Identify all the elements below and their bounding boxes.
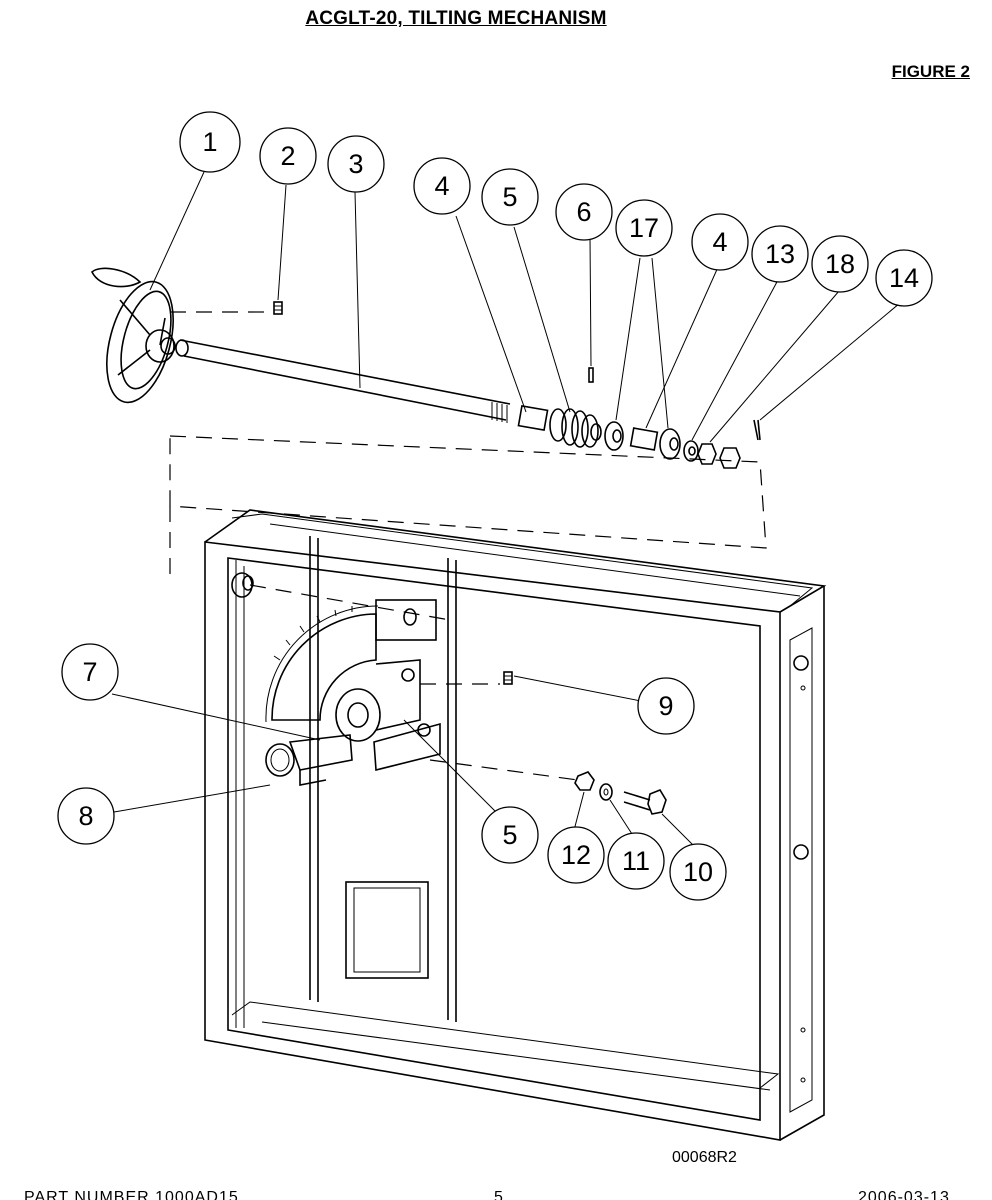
worm-gear-5 [549,408,602,448]
pin-6 [588,367,594,383]
svg-text:2: 2 [280,141,295,171]
drawing-number: 00068R2 [672,1149,737,1166]
svg-text:13: 13 [765,239,795,269]
footer-part-number: PART NUMBER 1000AD15 [24,1189,239,1200]
shaft [175,339,511,423]
svg-text:11: 11 [622,846,650,876]
callout-11: 11 [607,832,665,890]
callout-8: 8 [57,787,115,845]
bushing-4b [629,427,659,451]
footer-page-number: 5 [494,1189,504,1200]
svg-text:5: 5 [502,820,517,850]
callout-13: 13 [751,225,809,283]
callout-2: 2 [259,127,317,185]
callout-5: 5 [481,168,539,226]
bolt-10 [623,789,667,815]
callout-1: 1 [179,111,241,173]
callout-3: 3 [327,135,385,193]
callout-14: 14 [875,249,933,307]
nut-12 [574,771,595,791]
page-title: ACGLT-20, TILTING MECHANISM [305,8,607,29]
callout-12: 12 [547,826,605,884]
svg-text:4: 4 [712,227,727,257]
callout-17: 17 [615,199,673,257]
callout-18: 18 [811,235,869,293]
svg-text:12: 12 [561,840,591,870]
frame [204,509,827,1141]
callout-10: 10 [669,843,727,901]
handwheel [91,267,176,404]
leader-lines [111,171,907,849]
nut-18 [697,443,717,465]
callout-6: 6 [555,183,613,241]
figure-label: FIGURE 2 [891,62,970,81]
callout-7: 7 [61,643,119,701]
svg-text:3: 3 [348,149,363,179]
svg-text:10: 10 [683,857,713,887]
gear-sector [265,599,441,786]
svg-text:9: 9 [658,691,673,721]
svg-text:5: 5 [502,182,517,212]
cotter-pin-14 [753,419,761,441]
callout-5b: 5 [481,806,539,864]
svg-text:14: 14 [889,263,919,293]
callout-9: 9 [637,677,695,735]
svg-text:4: 4 [434,171,449,201]
washer-11 [599,783,613,801]
svg-text:1: 1 [202,127,217,157]
washer-13 [683,440,699,462]
collar-17a [604,421,624,451]
bushing-4a [517,404,549,432]
collar-17b [659,428,681,460]
set-screw-2 [273,301,283,315]
callout-4b: 4 [691,213,749,271]
svg-text:6: 6 [576,197,591,227]
page-footer: PART NUMBER 1000AD15 5 2006-03-13 [0,1183,992,1200]
svg-text:8: 8 [78,801,93,831]
castle-nut [719,447,741,469]
callout-4: 4 [413,157,471,215]
svg-text:17: 17 [629,213,659,243]
retaining-ring-8 [265,743,295,777]
svg-text:7: 7 [82,657,97,687]
footer-date: 2006-03-13 [858,1189,950,1200]
svg-text:18: 18 [825,249,855,279]
set-screw-9 [503,671,513,685]
